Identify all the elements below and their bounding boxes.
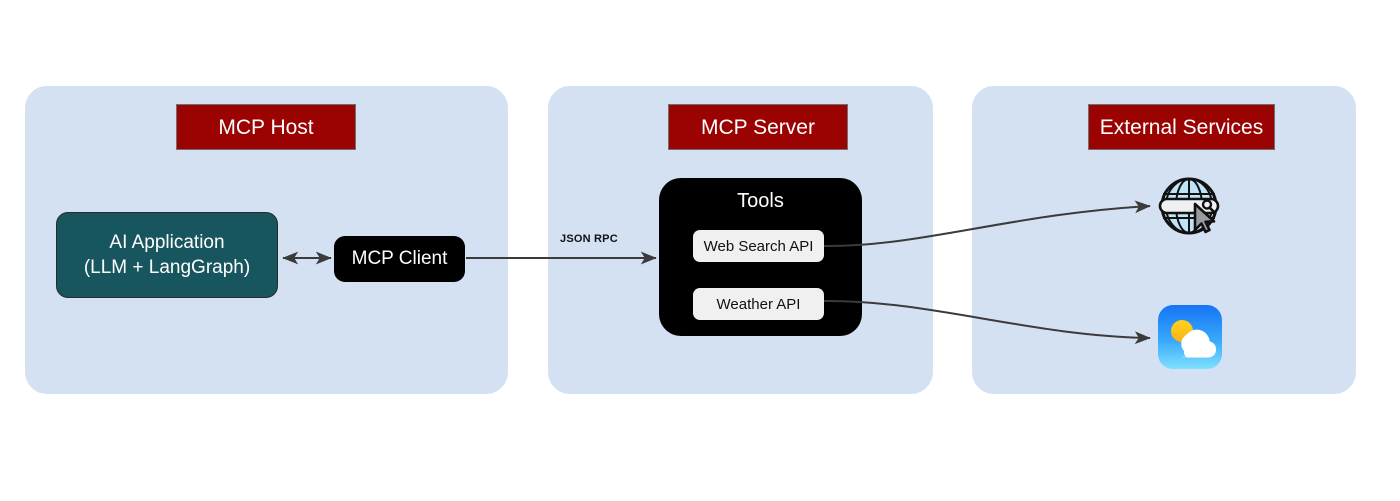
node-tools-container: Tools Web Search API Weather API <box>659 178 862 336</box>
ai-application-line2: (LLM + LangGraph) <box>83 257 251 278</box>
node-ai-application: AI Application (LLM + LangGraph) <box>56 212 278 298</box>
tools-title: Tools <box>737 190 784 212</box>
tool-weather-api-label: Weather API <box>716 295 801 313</box>
node-mcp-client: MCP Client <box>334 236 465 282</box>
connector-label-json-rpc: JSON RPC <box>560 233 618 245</box>
panel-header-external-services: External Services <box>1088 104 1275 150</box>
mcp-client-label: MCP Client <box>351 248 448 269</box>
panel-header-mcp-server: MCP Server <box>668 104 848 150</box>
tool-weather-api: Weather API <box>693 288 824 320</box>
globe-search-icon <box>1158 177 1220 235</box>
weather-app-icon <box>1158 305 1222 369</box>
tool-web-search-api: Web Search API <box>693 230 824 262</box>
tool-web-search-api-label: Web Search API <box>703 237 814 255</box>
ai-application-line1: AI Application <box>109 232 225 253</box>
panel-header-mcp-host: MCP Host <box>176 104 356 150</box>
